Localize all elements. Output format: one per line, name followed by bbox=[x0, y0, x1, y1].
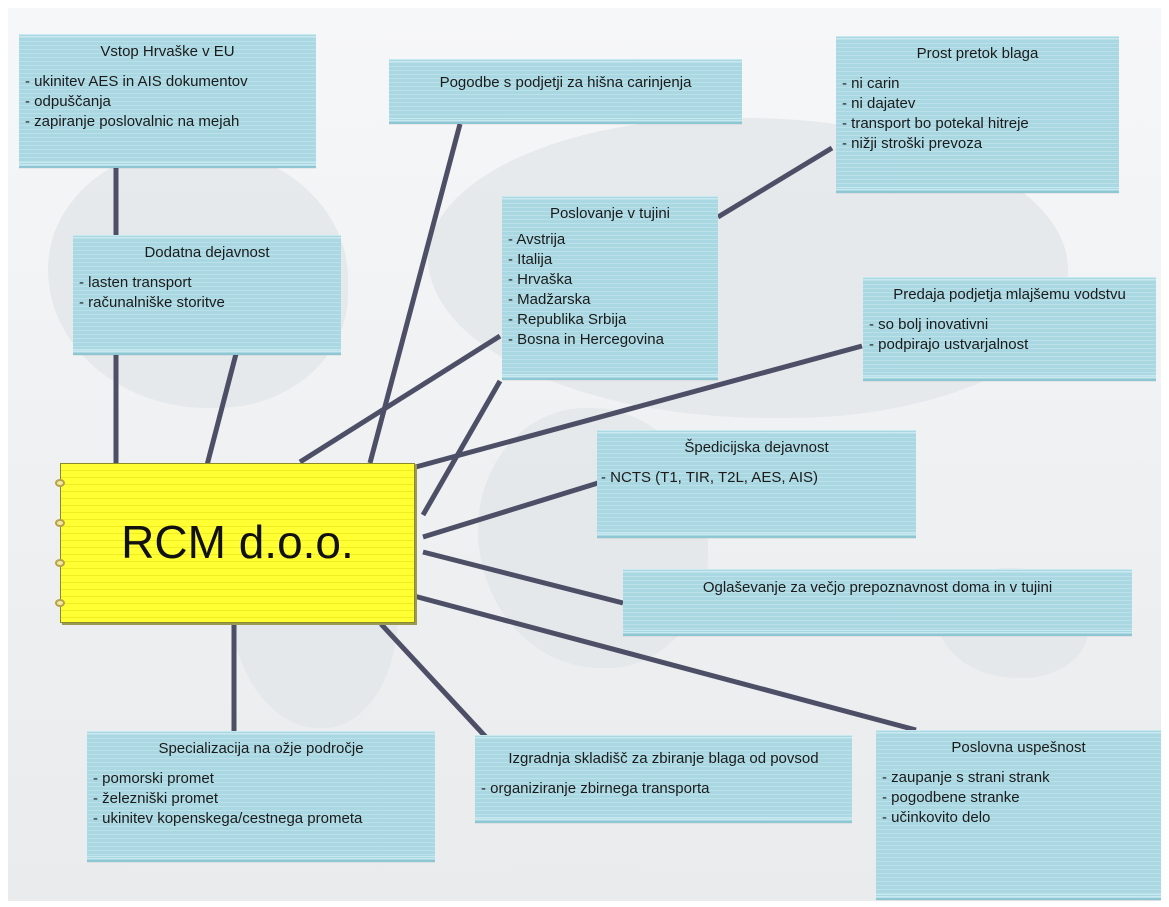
binder-ring-icon bbox=[55, 559, 65, 567]
link-spedicija-center bbox=[422, 480, 599, 540]
center-label: RCM d.o.o. bbox=[121, 516, 354, 568]
node-item: - so bolj inovativni bbox=[869, 316, 989, 333]
node-title: Prost pretok blaga bbox=[916, 45, 1039, 62]
binder-ring-icon bbox=[55, 479, 65, 487]
node-item: - učinkovito delo bbox=[882, 809, 991, 826]
node-item: - transport bo potekal hitreje bbox=[842, 115, 1029, 132]
node-title: Dodatna dejavnost bbox=[144, 244, 270, 261]
node-title: Špedicijska dejavnost bbox=[684, 439, 829, 456]
node-item: - podpirajo ustvarjalnost bbox=[869, 336, 1029, 353]
node-title: Oglaševanje za večjo prepoznavnost doma … bbox=[702, 579, 1053, 596]
node-title: Predaja podjetja mlajšemu vodstvu bbox=[893, 286, 1126, 303]
link-poslovanje-center bbox=[298, 333, 502, 465]
node-item: - železniški promet bbox=[93, 790, 219, 807]
node-item: - ukinitev AES in AIS dokumentov bbox=[25, 73, 248, 90]
node-izgradnja-skladisc: Izgradnja skladišč za zbiranje blaga od … bbox=[475, 735, 852, 823]
node-item: - Italija bbox=[508, 251, 553, 268]
node-poslovna-uspesnost: Poslovna uspešnost - zaupanje s strani s… bbox=[876, 730, 1161, 900]
node-poslovanje-tujini: Poslovanje v tujini - Avstrija - Italija… bbox=[502, 196, 718, 380]
node-vstop-hrvaske: Vstop Hrvaške v EU - ukinitev AES in AIS… bbox=[19, 34, 316, 168]
node-item: - ukinitev kopenskega/cestnega prometa bbox=[93, 810, 363, 827]
node-item: - odpuščanja bbox=[25, 93, 111, 110]
node-item: - zapiranje poslovalnic na mejah bbox=[25, 113, 240, 130]
node-item: - ni dajatev bbox=[842, 95, 916, 112]
link-uspesnost-center bbox=[413, 593, 917, 733]
link-dodatna-center-2 bbox=[203, 349, 240, 470]
node-item: - Bosna in Hercegovina bbox=[508, 331, 664, 348]
link-poslovanje-center-2 bbox=[420, 379, 503, 517]
node-oglasevanje: Oglaševanje za večjo prepoznavnost doma … bbox=[623, 569, 1132, 636]
node-item: - Republika Srbija bbox=[508, 311, 627, 328]
node-item: - pomorski promet bbox=[93, 770, 214, 787]
node-item: - NCTS (T1, TIR, T2L, AES, AIS) bbox=[601, 469, 819, 486]
node-item: - pogodbene stranke bbox=[882, 789, 1020, 806]
node-item: - zaupanje s strani strank bbox=[882, 769, 1050, 786]
node-title: Vstop Hrvaške v EU bbox=[100, 43, 235, 60]
node-title: Specializacija na ožje področje bbox=[158, 740, 364, 757]
node-dodatna-dejavnost: Dodatna dejavnost - lasten transport - r… bbox=[73, 235, 341, 355]
binder-ring-icon bbox=[55, 519, 65, 527]
link-oglasevanje-center bbox=[422, 549, 624, 606]
node-title: Pogodbe s podjetji za hišna carinjenja bbox=[439, 74, 692, 91]
binder-ring-icon bbox=[55, 599, 65, 607]
node-item: - računalniške storitve bbox=[79, 294, 225, 311]
node-item: - ni carin bbox=[842, 75, 900, 92]
node-pogodbe: Pogodbe s podjetji za hišna carinjenja bbox=[389, 59, 742, 124]
node-item: - Hrvaška bbox=[508, 271, 573, 288]
node-title: Poslovna uspešnost bbox=[951, 739, 1086, 756]
center-node: RCM d.o.o. bbox=[55, 463, 415, 623]
link-predaja-center bbox=[411, 343, 863, 471]
link-izgradnja-center bbox=[379, 622, 499, 751]
node-predaja-podjetja: Predaja podjetja mlajšemu vodstvu - so b… bbox=[863, 277, 1156, 381]
node-title: Izgradnja skladišč za zbiranje blaga od … bbox=[508, 750, 819, 767]
node-item: - organiziranje zbirnega transporta bbox=[481, 780, 710, 797]
node-specializacija: Specializacija na ožje področje - pomors… bbox=[87, 731, 435, 862]
node-prost-pretok: Prost pretok blaga - ni carin - ni dajat… bbox=[836, 36, 1119, 193]
node-item: - Avstrija bbox=[508, 231, 566, 248]
node-item: - Madžarska bbox=[508, 291, 591, 308]
link-prost-poslovanje bbox=[716, 145, 834, 220]
node-spedicijska-dejavnost: Špedicijska dejavnost - NCTS (T1, TIR, T… bbox=[597, 430, 916, 538]
node-item: - nižji stroški prevoza bbox=[842, 135, 983, 152]
node-title: Poslovanje v tujini bbox=[549, 205, 671, 222]
node-item: - lasten transport bbox=[79, 274, 192, 291]
